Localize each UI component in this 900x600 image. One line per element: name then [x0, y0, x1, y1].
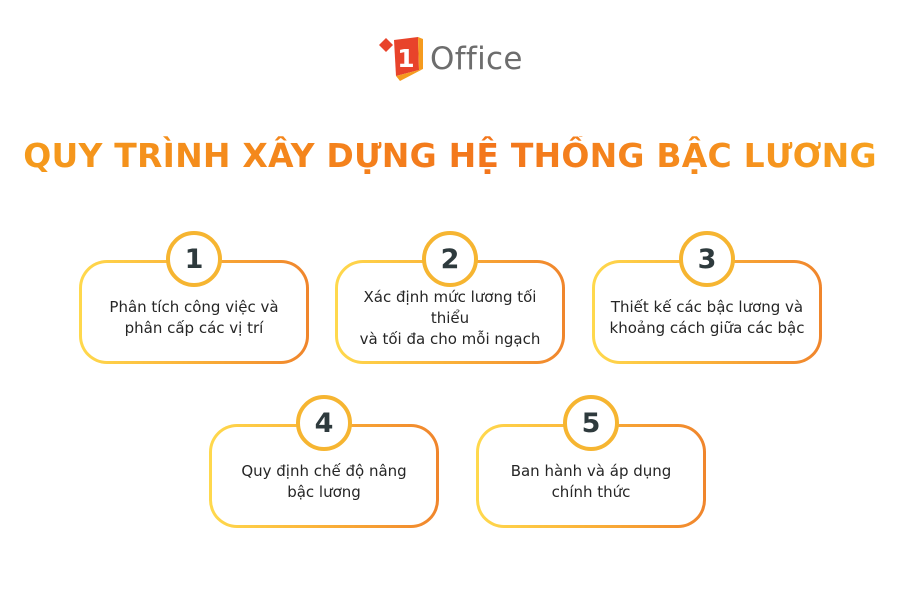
step-number-badge: 1	[166, 231, 222, 287]
step-text: Phân tích công việc và phân cấp các vị t…	[109, 298, 279, 337]
step-card-2: Xác định mức lương tối thiểu và tối đa c…	[335, 231, 565, 364]
step-card-3: Thiết kế các bậc lương và khoảng cách gi…	[592, 231, 822, 364]
step-number-badge: 5	[563, 395, 619, 451]
logo-wordmark: Office	[430, 41, 523, 77]
step-text: Thiết kế các bậc lương và khoảng cách gi…	[609, 298, 805, 337]
step-card-border: Ban hành và áp dụng chính thức	[476, 424, 706, 528]
logo-mark-letter: 1	[397, 44, 414, 73]
logo-mark-icon: 1	[379, 37, 423, 81]
step-number-badge: 2	[422, 231, 478, 287]
step-number-badge: 4	[296, 395, 352, 451]
step-number-badge: 3	[679, 231, 735, 287]
step-text: Ban hành và áp dụng chính thức	[510, 462, 672, 501]
step-card-1: Phân tích công việc và phân cấp các vị t…	[79, 231, 309, 364]
step-card-4: Quy định chế độ nâng bậc lương 4	[209, 395, 439, 528]
step-text: Xác định mức lương tối thiểu và tối đa c…	[359, 287, 541, 348]
step-text: Quy định chế độ nâng bậc lương	[241, 462, 407, 501]
page-title: QUY TRÌNH XÂY DỰNG HỆ THỐNG BẬC LƯƠNG	[0, 136, 900, 175]
step-card-5: Ban hành và áp dụng chính thức 5	[476, 395, 706, 528]
